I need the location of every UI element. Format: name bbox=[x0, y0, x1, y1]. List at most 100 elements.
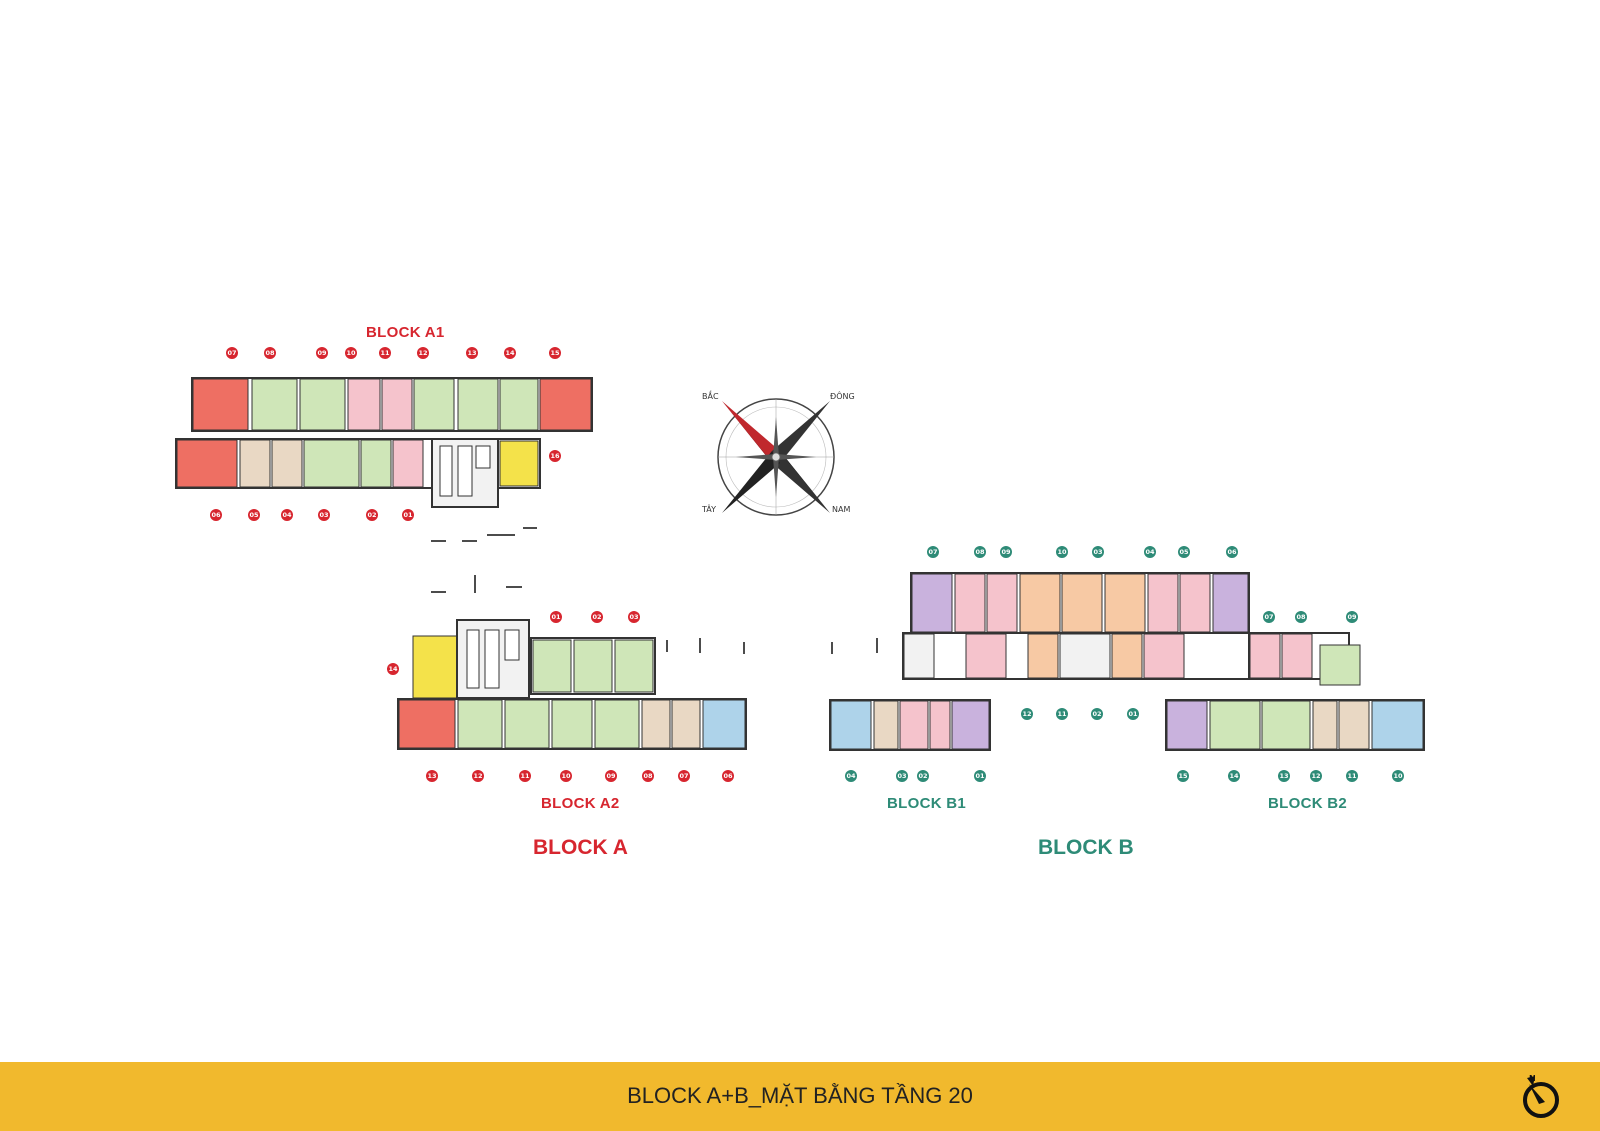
a1-side-badge-16: 16 bbox=[549, 450, 561, 462]
block-a2-plan bbox=[397, 619, 747, 750]
footer-title: BLOCK A+B_MẶT BẰNG TẦNG 20 bbox=[627, 1083, 973, 1108]
b1-bottom-badge-03: 03 bbox=[896, 770, 908, 782]
a1-bottom-badge-05: 05 bbox=[248, 509, 260, 521]
svg-text:11: 11 bbox=[1347, 772, 1357, 780]
svg-text:11: 11 bbox=[1057, 710, 1067, 718]
svg-text:03: 03 bbox=[629, 613, 638, 621]
svg-text:11: 11 bbox=[380, 349, 390, 357]
b2-bottom-badge-11: 11 bbox=[1346, 770, 1358, 782]
svg-text:04: 04 bbox=[1145, 548, 1155, 556]
floor-plan bbox=[175, 377, 1425, 751]
block-b2-plan bbox=[1165, 632, 1425, 751]
a1-top-badge-12: 12 bbox=[417, 347, 429, 359]
b1-mid-badge-02: 02 bbox=[1091, 708, 1103, 720]
block-a1-label: BLOCK A1 bbox=[366, 324, 445, 341]
a2-top-badge-02: 02 bbox=[591, 611, 603, 623]
b1-top-badge-06: 06 bbox=[1226, 546, 1238, 558]
svg-text:15: 15 bbox=[550, 349, 560, 357]
svg-text:16: 16 bbox=[550, 452, 560, 460]
b2-top-badge-08: 08 bbox=[1295, 611, 1307, 623]
svg-text:06: 06 bbox=[723, 772, 733, 780]
compass-south-label: NAM bbox=[832, 505, 851, 514]
svg-text:06: 06 bbox=[211, 511, 221, 519]
svg-text:10: 10 bbox=[561, 772, 571, 780]
b1-bottom-badge-02: 02 bbox=[917, 770, 929, 782]
a1-bottom-badge-01: 01 bbox=[402, 509, 414, 521]
wall-fragments bbox=[431, 527, 878, 654]
svg-text:15: 15 bbox=[1178, 772, 1188, 780]
svg-text:02: 02 bbox=[592, 613, 601, 621]
b1-top-badge-05: 05 bbox=[1178, 546, 1190, 558]
svg-text:12: 12 bbox=[418, 349, 427, 357]
b1-bottom-badge-04: 04 bbox=[845, 770, 857, 782]
svg-text:03: 03 bbox=[897, 772, 906, 780]
a2-bottom-badge-12: 12 bbox=[472, 770, 484, 782]
a2-side-badge-14: 14 bbox=[387, 663, 399, 675]
b1-top-badge-08: 08 bbox=[974, 546, 986, 558]
svg-text:12: 12 bbox=[1022, 710, 1031, 718]
b1-top-badge-10: 10 bbox=[1056, 546, 1068, 558]
svg-text:12: 12 bbox=[473, 772, 482, 780]
b2-bottom-badge-12: 12 bbox=[1310, 770, 1322, 782]
block-b-label: BLOCK B bbox=[1038, 836, 1134, 859]
block-a-label: BLOCK A bbox=[533, 836, 628, 859]
a1-bottom-badge-03: 03 bbox=[318, 509, 330, 521]
svg-text:03: 03 bbox=[319, 511, 328, 519]
svg-text:04: 04 bbox=[282, 511, 292, 519]
svg-text:04: 04 bbox=[846, 772, 856, 780]
unit-badges: .bg-red { fill: #d7262f; } .bg-green { f… bbox=[210, 347, 1404, 782]
compass-north-label: BẮC bbox=[702, 392, 719, 401]
a2-bottom-badge-10: 10 bbox=[560, 770, 572, 782]
b2-bottom-badge-15: 15 bbox=[1177, 770, 1189, 782]
svg-text:02: 02 bbox=[1092, 710, 1101, 718]
svg-text:10: 10 bbox=[1057, 548, 1067, 556]
a2-bottom-badge-08: 08 bbox=[642, 770, 654, 782]
svg-text:09: 09 bbox=[1001, 548, 1011, 556]
svg-text:12: 12 bbox=[1311, 772, 1320, 780]
svg-text:08: 08 bbox=[643, 772, 653, 780]
svg-text:08: 08 bbox=[975, 548, 985, 556]
a1-top-badge-13: 13 bbox=[466, 347, 478, 359]
compass-east-label: ĐÔNG bbox=[830, 392, 855, 401]
svg-text:N: N bbox=[1529, 1074, 1536, 1083]
a1-top-badge-09: 09 bbox=[316, 347, 328, 359]
svg-text:05: 05 bbox=[249, 511, 259, 519]
svg-text:07: 07 bbox=[1264, 613, 1273, 621]
a1-top-badge-07: 07 bbox=[226, 347, 238, 359]
north-arrow-icon: N bbox=[1523, 1074, 1559, 1118]
a1-top-badge-11: 11 bbox=[379, 347, 391, 359]
a1-top-badge-14: 14 bbox=[504, 347, 516, 359]
svg-text:13: 13 bbox=[467, 349, 476, 357]
b1-top-badge-07: 07 bbox=[927, 546, 939, 558]
b2-bottom-badge-10: 10 bbox=[1392, 770, 1404, 782]
svg-text:11: 11 bbox=[520, 772, 530, 780]
a1-top-badge-15: 15 bbox=[549, 347, 561, 359]
a2-bottom-badge-06: 06 bbox=[722, 770, 734, 782]
a2-bottom-badge-09: 09 bbox=[605, 770, 617, 782]
svg-text:10: 10 bbox=[1393, 772, 1403, 780]
block-b1-label: BLOCK B1 bbox=[887, 795, 967, 812]
block-a1-plan bbox=[175, 377, 593, 508]
b1-top-badge-03: 03 bbox=[1092, 546, 1104, 558]
b1-mid-badge-01: 01 bbox=[1127, 708, 1139, 720]
a1-bottom-badge-02: 02 bbox=[366, 509, 378, 521]
svg-text:09: 09 bbox=[606, 772, 616, 780]
svg-text:09: 09 bbox=[1347, 613, 1357, 621]
b2-bottom-badge-13: 13 bbox=[1278, 770, 1290, 782]
svg-text:06: 06 bbox=[1227, 548, 1237, 556]
b1-top-badge-09: 09 bbox=[1000, 546, 1012, 558]
compass-west-label: TÂY bbox=[702, 505, 717, 514]
b2-top-badge-07: 07 bbox=[1263, 611, 1275, 623]
a2-top-badge-01: 01 bbox=[550, 611, 562, 623]
svg-text:14: 14 bbox=[505, 349, 515, 357]
svg-text:02: 02 bbox=[918, 772, 927, 780]
b1-top-badge-04: 04 bbox=[1144, 546, 1156, 558]
b2-top-badge-09: 09 bbox=[1346, 611, 1358, 623]
b1-mid-badge-12: 12 bbox=[1021, 708, 1033, 720]
a1-bottom-badge-06: 06 bbox=[210, 509, 222, 521]
svg-text:07: 07 bbox=[227, 349, 236, 357]
svg-text:08: 08 bbox=[1296, 613, 1306, 621]
a1-bottom-badge-04: 04 bbox=[281, 509, 293, 521]
svg-text:01: 01 bbox=[975, 772, 985, 780]
svg-text:03: 03 bbox=[1093, 548, 1102, 556]
